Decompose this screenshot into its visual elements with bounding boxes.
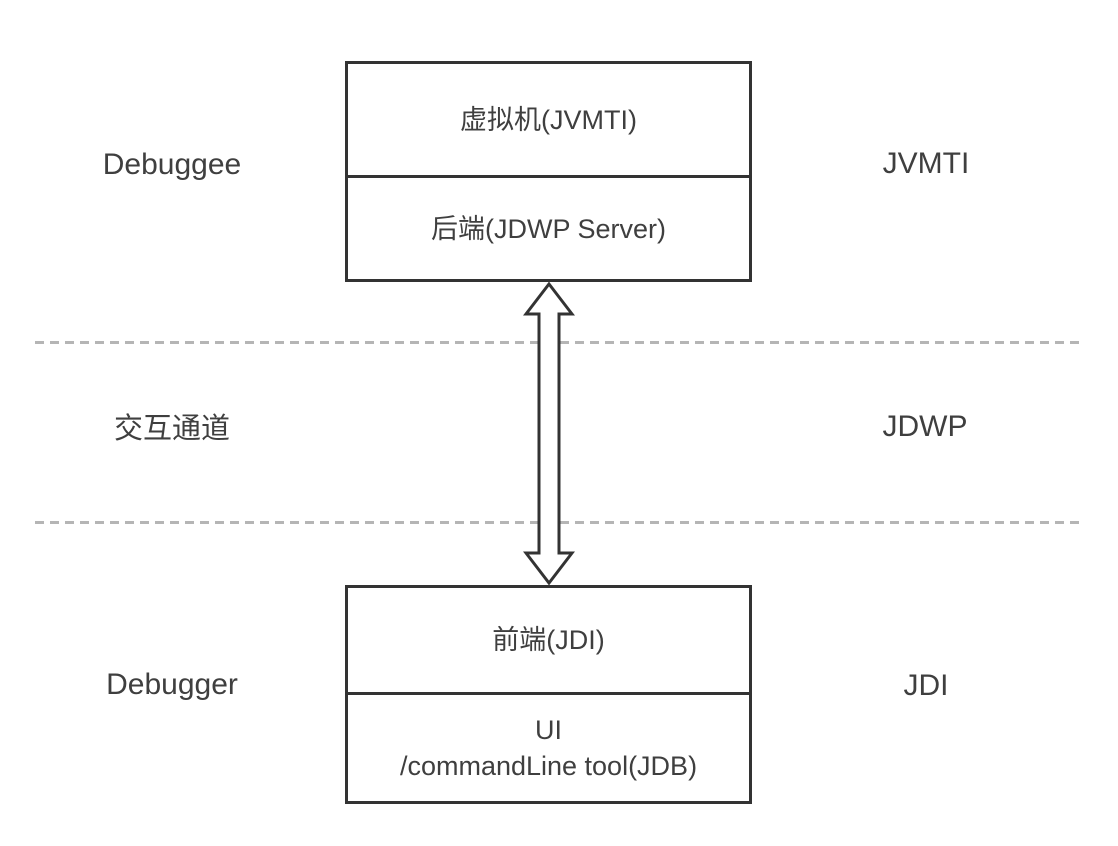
row-label-channel: 交互通道 <box>113 413 230 445</box>
debuggee-box: 虚拟机(JVMTI) 后端(JDWP Server) <box>345 61 752 282</box>
backend-cell: 后端(JDWP Server) <box>430 213 666 244</box>
vm-cell: 虚拟机(JVMTI) <box>348 64 749 178</box>
debugger-box: 前端(JDI) UI /commandLine tool(JDB) <box>345 585 752 804</box>
frontend-cell: 前端(JDI) <box>348 588 749 695</box>
row-label-jdwp: JDWP <box>882 410 968 443</box>
row-label-debugger: Debugger <box>106 668 238 701</box>
ui-cell-line2: /commandLine tool(JDB) <box>399 751 698 781</box>
ui-cell-line1: UI <box>535 715 562 745</box>
double-arrow-icon <box>523 282 575 585</box>
row-label-debuggee: Debuggee <box>102 148 242 181</box>
row-label-jdi: JDI <box>903 669 949 702</box>
ui-cell: UI /commandLine tool(JDB) <box>348 695 749 801</box>
row-label-jvmti: JVMTI <box>882 147 970 180</box>
